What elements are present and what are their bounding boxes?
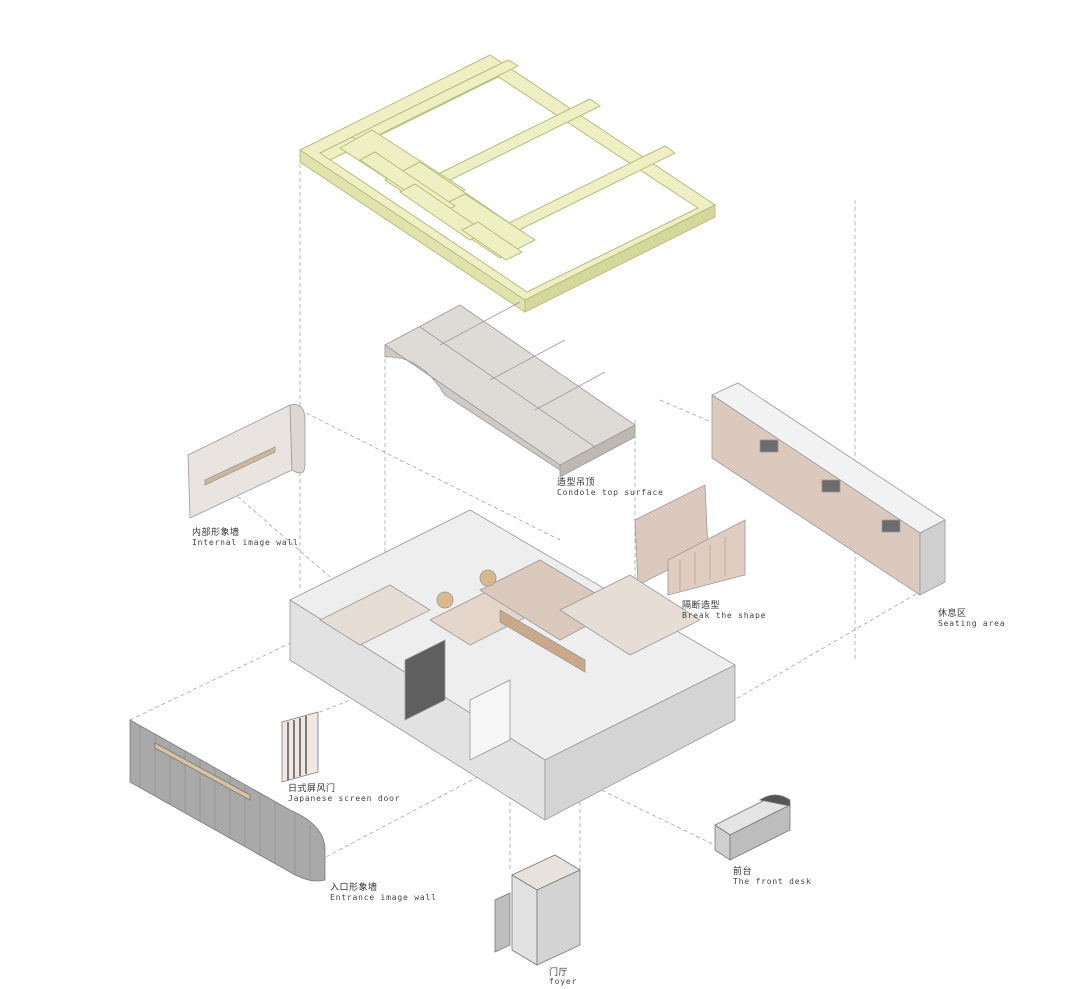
foyer-label-cn: 门厅 <box>549 968 569 978</box>
front-desk-label-cn: 前台 <box>733 867 753 877</box>
ceiling-frame <box>299 54 716 313</box>
internal-wall-label-en: Internal image wall <box>192 538 299 547</box>
condole-top-label-en: Condole top surface <box>557 488 664 497</box>
seating-label-en: Seating area <box>938 619 1006 628</box>
seating-label-cn: 休息区 <box>938 609 967 619</box>
break-shape-label-en: Break the shape <box>682 611 767 620</box>
entrance-wall-label-en: Entrance image wall <box>330 893 437 902</box>
internal-image-wall <box>187 404 306 519</box>
japanese-door-label-en: Japanese screen door <box>288 794 401 803</box>
foyer <box>494 854 581 966</box>
condole-top-label-cn: 造型吊顶 <box>557 478 596 488</box>
japanese-screen-door <box>281 711 319 783</box>
front-desk-label-en: The front desk <box>733 877 812 886</box>
condole-top-surface <box>384 301 636 478</box>
foyer-label-en: foyer <box>549 977 578 986</box>
japanese-door-label-cn: 日式屏风门 <box>288 784 336 794</box>
break-shape-partition <box>634 484 746 596</box>
seating-area-wall <box>711 382 946 596</box>
entrance-image-wall <box>129 719 326 882</box>
main-floor-plan <box>289 509 736 821</box>
entrance-wall-label-cn: 入口形象墙 <box>330 883 378 893</box>
internal-wall-label-cn: 内部形象墙 <box>192 528 240 538</box>
front-desk <box>714 794 791 861</box>
break-shape-label-cn: 隔断造型 <box>682 601 721 611</box>
